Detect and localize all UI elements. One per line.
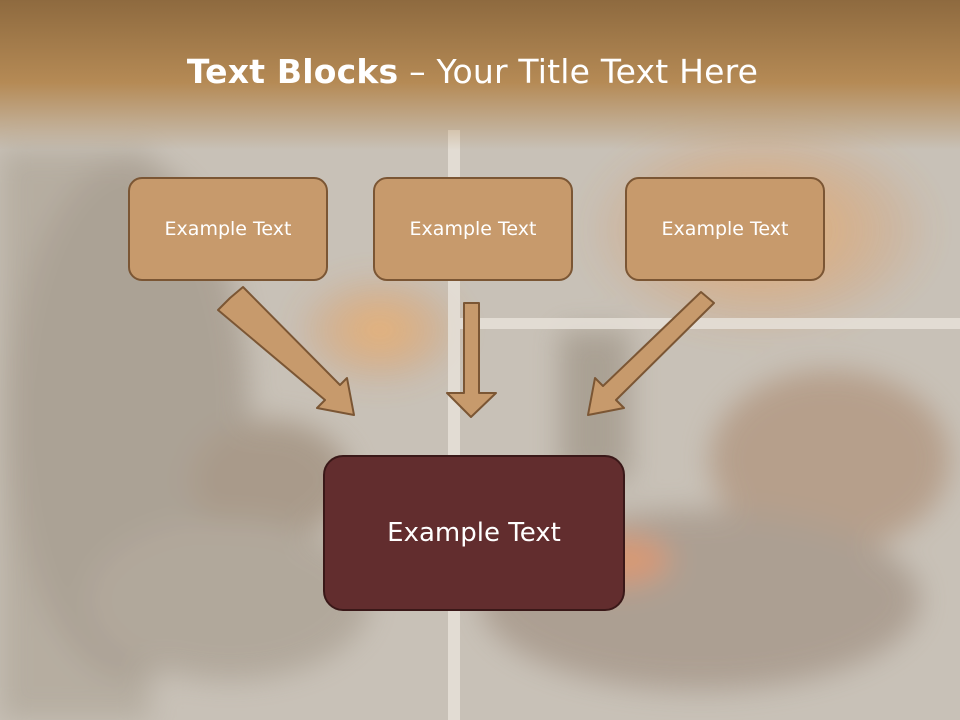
arrow-center (446, 302, 497, 418)
title-band (0, 0, 960, 150)
text-block-3-label: Example Text (661, 218, 789, 240)
arrow-right (587, 291, 715, 416)
target-block-label: Example Text (387, 518, 561, 548)
text-block-3[interactable]: Example Text (625, 177, 825, 281)
text-block-1[interactable]: Example Text (128, 177, 328, 281)
title-separator: – (398, 52, 437, 91)
text-block-2-label: Example Text (409, 218, 537, 240)
slide-title: Text Blocks – Your Title Text Here (0, 52, 945, 91)
title-rest: Your Title Text Here (436, 52, 759, 91)
target-block[interactable]: Example Text (323, 455, 625, 611)
text-block-1-label: Example Text (164, 218, 292, 240)
text-block-2[interactable]: Example Text (373, 177, 573, 281)
arrow-left (217, 286, 355, 416)
title-bold: Text Blocks (186, 52, 399, 91)
